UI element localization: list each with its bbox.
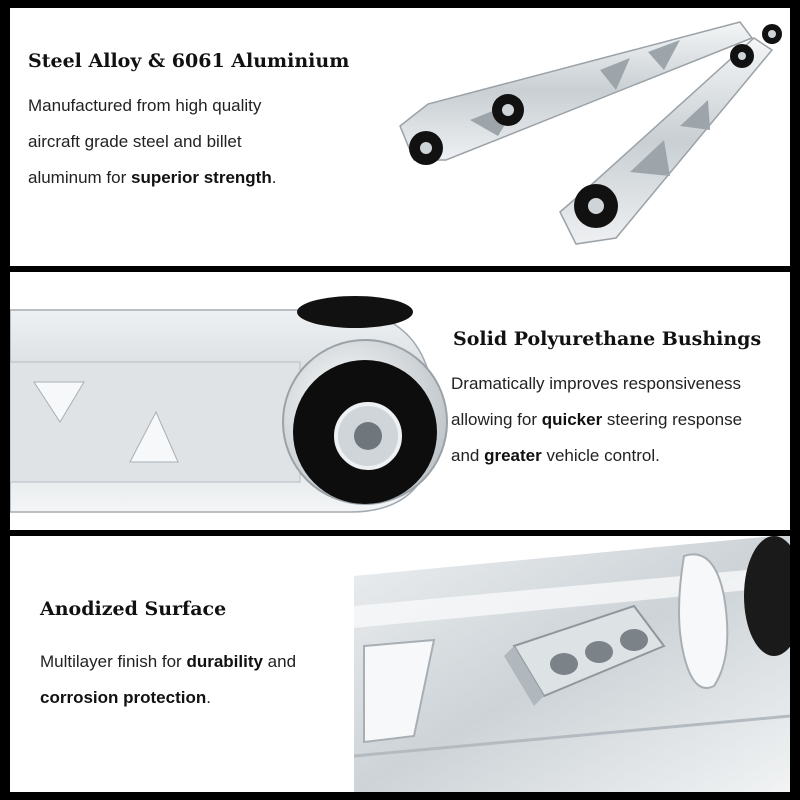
line-text: vehicle control. bbox=[541, 446, 660, 465]
description-line: allowing for quicker steering response bbox=[451, 402, 742, 438]
cutout bbox=[600, 58, 630, 90]
line-text: and bbox=[262, 652, 297, 671]
surface-groove bbox=[354, 714, 790, 758]
line-bold: greater bbox=[484, 446, 542, 465]
line-text: and bbox=[451, 446, 485, 465]
line-text: steering response bbox=[602, 410, 743, 429]
description-line: Multilayer finish for durability and bbox=[40, 644, 296, 680]
line-bold: superior strength bbox=[130, 168, 272, 187]
line-text: aircraft grade steel and billet bbox=[28, 132, 242, 151]
line-text: Dramatically improves responsiveness bbox=[451, 374, 742, 393]
line-bold: durability bbox=[186, 652, 263, 671]
section-heading: Anodized Surface bbox=[40, 598, 227, 620]
cutout bbox=[33, 381, 85, 423]
section-description: Manufactured from high quality aircraft … bbox=[28, 88, 276, 196]
description-line: corrosion protection. bbox=[40, 680, 296, 716]
bushing-sleeve bbox=[768, 30, 776, 38]
line-text: Multilayer finish for bbox=[40, 652, 187, 671]
panel-bushings: Solid Polyurethane Bushings Dramatically… bbox=[10, 272, 790, 530]
line-text: . bbox=[271, 168, 277, 187]
threaded-hole bbox=[620, 629, 648, 651]
bushing-edge bbox=[744, 536, 790, 656]
line-text: allowing for bbox=[451, 410, 542, 429]
cutout bbox=[630, 140, 670, 176]
cutout bbox=[129, 410, 179, 463]
cutout bbox=[648, 40, 680, 70]
bushing-sleeve bbox=[420, 142, 432, 154]
threaded-hole bbox=[550, 653, 578, 675]
line-text: . bbox=[206, 688, 211, 707]
section-description: Multilayer finish for durability and cor… bbox=[40, 644, 296, 716]
panel-anodized: Anodized Surface Multilayer finish for d… bbox=[10, 536, 790, 792]
block-side bbox=[504, 646, 544, 706]
bushing-bore bbox=[354, 422, 382, 450]
cutout bbox=[680, 100, 710, 130]
cutout bbox=[678, 553, 729, 689]
line-text: aluminum for bbox=[28, 168, 131, 187]
description-line: aircraft grade steel and billet bbox=[28, 124, 276, 160]
section-heading: Steel Alloy & 6061 Aluminium bbox=[28, 50, 350, 72]
line-bold: corrosion protection bbox=[40, 688, 207, 707]
section-heading: Solid Polyurethane Bushings bbox=[453, 328, 762, 350]
bushing-top bbox=[297, 296, 413, 328]
description-line: Dramatically improves responsiveness bbox=[451, 366, 742, 402]
line-text: Manufactured from high quality bbox=[28, 96, 262, 115]
bushing-sleeve bbox=[502, 104, 514, 116]
bushing-closeup-photo bbox=[10, 296, 448, 513]
control-arms-photo bbox=[399, 21, 782, 245]
threaded-hole bbox=[585, 641, 613, 663]
description-line: aluminum for superior strength. bbox=[28, 160, 276, 196]
description-line: and greater vehicle control. bbox=[451, 438, 742, 474]
cutout bbox=[363, 638, 436, 744]
description-line: Manufactured from high quality bbox=[28, 88, 276, 124]
anodized-surface-photo bbox=[354, 536, 790, 792]
line-bold: quicker bbox=[541, 410, 603, 429]
bushing-sleeve bbox=[588, 198, 604, 214]
bushing-sleeve bbox=[738, 52, 746, 60]
panel-steel-alloy: Steel Alloy & 6061 Aluminium Manufacture… bbox=[10, 8, 790, 266]
section-description: Dramatically improves responsiveness all… bbox=[451, 366, 742, 474]
